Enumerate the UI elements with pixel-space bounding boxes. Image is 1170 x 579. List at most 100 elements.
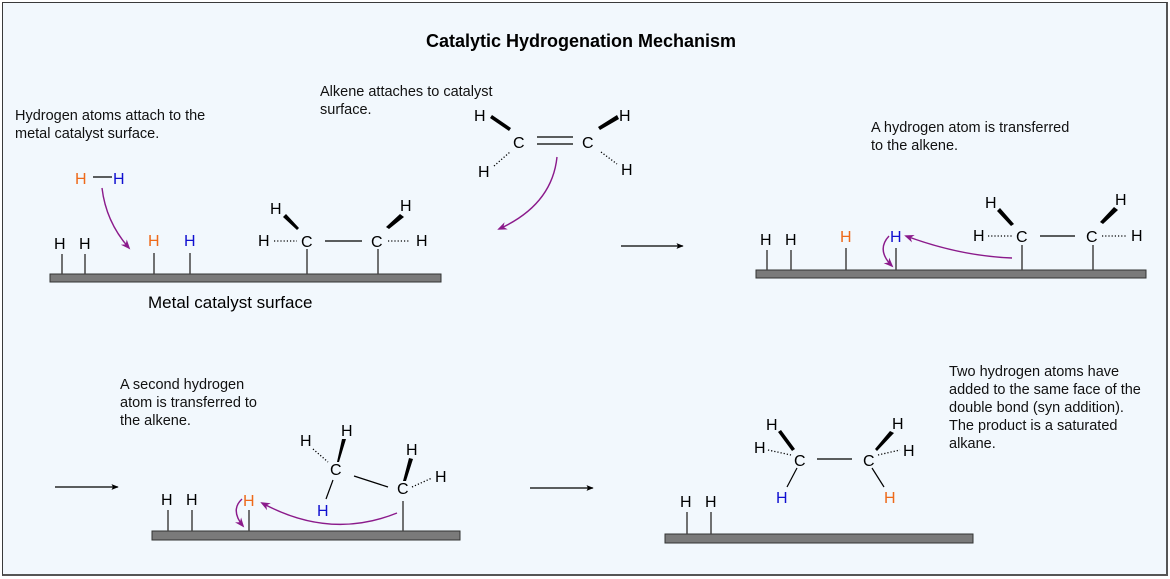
wedge-bond: [386, 214, 404, 229]
hydrogen-atom: H: [619, 108, 631, 125]
wedge-bond: [778, 430, 795, 451]
hydrogen-atom: H: [766, 417, 778, 434]
hydrogen-atom: H: [406, 442, 418, 459]
carbon-atom: C: [582, 135, 594, 152]
hydrogen-atom: H: [478, 164, 490, 181]
hydrogen-atom: H: [300, 433, 312, 450]
hydrogen-atom: H: [621, 162, 633, 179]
step-5: Two hydrogen atoms have added to the sam…: [664, 364, 1141, 544]
step-4-caption-line-3: the alkene.: [120, 413, 191, 429]
hydrogen-atom: H: [1115, 192, 1127, 209]
c-h-bond: [325, 479, 334, 500]
step-3: A hydrogen atom is transferred to the al…: [755, 120, 1147, 279]
wedge-bond: [875, 431, 894, 451]
hydrogen-atom: H: [270, 201, 282, 218]
wedge-bond: [403, 458, 413, 481]
carbon-atom: C: [371, 234, 383, 251]
hash-bond: [312, 448, 329, 463]
surface-hydrogen: H: [705, 494, 717, 511]
step-5-caption-line-3: double bond (syn addition).: [949, 400, 1124, 416]
carbon-atom: C: [1016, 229, 1028, 246]
surface-hydrogen: H: [760, 232, 772, 249]
surface-hydrogen: H: [79, 236, 91, 253]
step-4: A second hydrogen atom is transferred to…: [120, 377, 461, 541]
metal-surface-1: [49, 273, 442, 283]
carbon-atom: C: [794, 453, 806, 470]
hydrogen-atom: H: [973, 228, 985, 245]
diagram-title: Catalytic Hydrogenation Mechanism: [426, 31, 736, 51]
step-1: Hydrogen atoms attach to the metal catal…: [15, 108, 442, 312]
hydrogen-atom: H: [903, 443, 915, 460]
wedge-bond: [283, 214, 299, 230]
wedge-bond: [490, 115, 511, 131]
surface-hydrogen: H: [54, 236, 66, 253]
hydrogen-atom-blue: H: [776, 490, 788, 507]
step-1-caption-line-2: metal catalyst surface.: [15, 126, 159, 142]
c-h-bond: [871, 467, 885, 488]
hash-bond: [767, 449, 792, 456]
step-5-caption-line-1: Two hydrogen atoms have: [949, 364, 1119, 380]
curved-arrow-h-transfer: [904, 235, 1013, 259]
carbon-atom: C: [863, 453, 875, 470]
step-1-caption-line-1: Hydrogen atoms attach to the: [15, 108, 205, 124]
surface-hydrogen: H: [186, 492, 198, 509]
step-5-caption-line-4: The product is a saturated: [949, 418, 1117, 434]
hash-bond: [600, 151, 618, 165]
h2-hydrogen-blue: H: [113, 171, 125, 188]
curved-arrow-alkene-to-surface: [497, 156, 558, 230]
surface-hydrogen-blue: H: [890, 229, 902, 246]
metal-surface-3: [151, 530, 461, 541]
step-4-caption-line-2: atom is transferred to: [120, 395, 257, 411]
surface-hydrogen: H: [161, 492, 173, 509]
hydrogen-atom-blue: H: [317, 503, 329, 520]
step-2: Alkene attaches to catalyst surface. C C…: [320, 84, 633, 230]
hydrogen-atom: H: [754, 440, 766, 457]
metal-surface-4: [664, 533, 974, 544]
surface-label: Metal catalyst surface: [148, 293, 312, 312]
carbon-atom: C: [330, 462, 342, 479]
step-3-caption-line-2: to the alkene.: [871, 138, 958, 154]
c-h-bond: [786, 467, 798, 488]
hydrogen-atom: H: [474, 108, 486, 125]
surface-hydrogen-blue: H: [184, 233, 196, 250]
hydrogen-atom: H: [416, 233, 428, 250]
surface-hydrogen: H: [785, 232, 797, 249]
carbon-atom: C: [1086, 229, 1098, 246]
hydrogen-atom: H: [341, 423, 353, 440]
surface-hydrogen-orange: H: [840, 229, 852, 246]
step-5-caption-line-2: added to the same face of the: [949, 382, 1141, 398]
hash-bond: [493, 151, 511, 167]
step-3-caption-line-1: A hydrogen atom is transferred: [871, 120, 1069, 136]
step-2-caption-line-2: surface.: [320, 102, 372, 118]
hydrogen-atom: H: [400, 198, 412, 215]
hydrogen-atom-orange: H: [884, 490, 896, 507]
step-2-caption-line-1: Alkene attaches to catalyst: [320, 84, 493, 100]
hydrogen-atom: H: [985, 195, 997, 212]
carbon-atom: C: [301, 234, 313, 251]
hydrogen-atom: H: [435, 469, 447, 486]
wedge-bond: [1100, 207, 1118, 224]
curved-arrow-bond-break: [882, 235, 894, 268]
step-4-caption-line-1: A second hydrogen: [120, 377, 244, 393]
hydrogen-atom: H: [1131, 228, 1143, 245]
carbon-atom: C: [513, 135, 525, 152]
h2-hydrogen-orange: H: [75, 171, 87, 188]
carbon-atom: C: [397, 481, 409, 498]
curved-arrow-h-transfer: [260, 502, 398, 526]
surface-hydrogen: H: [680, 494, 692, 511]
curved-arrow-bond-break: [235, 498, 245, 528]
curved-arrow-h2-to-surface: [101, 187, 131, 250]
hydrogen-atom: H: [258, 233, 270, 250]
hash-bond: [877, 449, 901, 456]
surface-hydrogen-orange: H: [148, 233, 160, 250]
step-5-caption-line-5: alkane.: [949, 436, 996, 452]
metal-surface-2: [755, 269, 1147, 279]
wedge-bond: [598, 115, 619, 130]
hash-bond: [411, 477, 433, 488]
hydrogen-atom: H: [892, 416, 904, 433]
wedge-bond: [337, 439, 346, 462]
c-c-bond: [353, 475, 389, 488]
surface-hydrogen-orange: H: [243, 493, 255, 510]
